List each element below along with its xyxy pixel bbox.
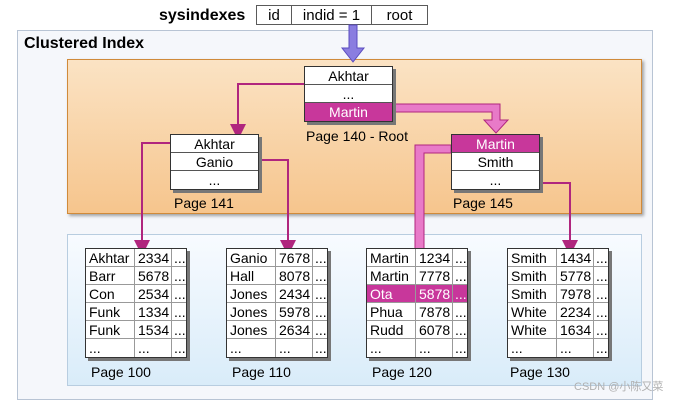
page-label-120: Page 120 bbox=[372, 364, 432, 380]
node-entry: Ganio bbox=[171, 153, 258, 171]
search-path-arrow-root-145 bbox=[390, 103, 510, 134]
root-node: Akhtar ... Martin bbox=[304, 66, 393, 122]
sysindexes-cell-id: id bbox=[256, 5, 292, 25]
sysindexes-root-arrow bbox=[340, 24, 366, 63]
node-entry: ... bbox=[489, 172, 502, 188]
node-entry: Smith bbox=[452, 153, 539, 171]
page-label-141: Page 141 bbox=[174, 195, 234, 211]
sysindexes-cell-indid: indid = 1 bbox=[291, 5, 372, 25]
page-label-130: Page 130 bbox=[510, 364, 570, 380]
table-row: ......... bbox=[227, 339, 327, 357]
connector-root-to-141 bbox=[230, 83, 305, 140]
connector-141-to-110 bbox=[258, 159, 296, 256]
root-entry: ... bbox=[305, 85, 392, 103]
intermediate-node-141: Akhtar Ganio ... bbox=[170, 134, 259, 190]
table-row: ......... bbox=[86, 339, 186, 357]
intermediate-node-145: Martin Smith ... bbox=[451, 134, 540, 190]
diagram-title: Clustered Index bbox=[24, 35, 145, 52]
node-entry: Akhtar bbox=[171, 135, 258, 153]
watermark: CSDN @小陈又菜 bbox=[574, 381, 664, 393]
connector-145-to-130 bbox=[540, 182, 578, 256]
root-page-label: Page 140 - Root bbox=[306, 128, 408, 144]
node-entry: ... bbox=[208, 172, 221, 188]
node-entry-highlighted: Martin bbox=[452, 135, 539, 153]
sysindexes-label: sysindexes bbox=[159, 7, 246, 24]
sysindexes-cell-root: root bbox=[371, 5, 428, 25]
page-label-145: Page 145 bbox=[453, 195, 513, 211]
root-entry: Akhtar bbox=[305, 67, 392, 85]
connector-141-to-100 bbox=[134, 142, 171, 256]
root-entry-highlighted: Martin bbox=[305, 103, 392, 121]
page-label-110: Page 110 bbox=[232, 364, 291, 380]
page-label-100: Page 100 bbox=[91, 364, 151, 380]
table-row: ......... bbox=[367, 339, 467, 357]
table-row: ......... bbox=[508, 339, 608, 357]
